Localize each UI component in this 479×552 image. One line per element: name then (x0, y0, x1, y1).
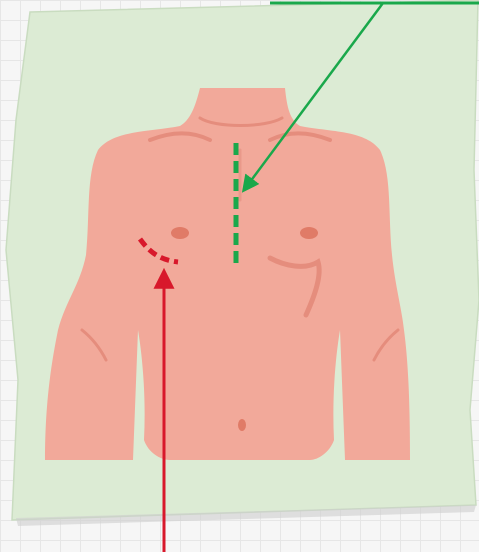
nipple-right (300, 227, 318, 239)
navel (238, 419, 246, 431)
nipple-left (171, 227, 189, 239)
